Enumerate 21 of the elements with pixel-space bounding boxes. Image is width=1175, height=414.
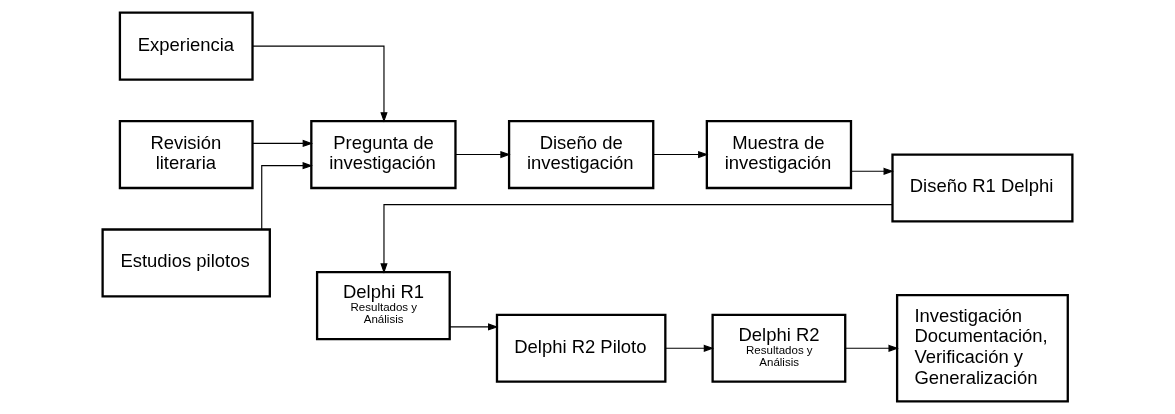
node-box: Diseño de investigación — [507, 119, 655, 190]
node-box: Diseño R1 Delphi — [891, 153, 1074, 223]
arrow — [252, 45, 388, 123]
arrow — [261, 162, 313, 231]
node-box: Delphi R2 Resultados y Análisis — [711, 313, 847, 383]
node-box: Muestra de investigación — [705, 119, 853, 190]
arrow — [665, 344, 715, 352]
node-box: Estudios pilotos — [101, 228, 271, 298]
arrow — [252, 139, 314, 148]
arrow — [845, 344, 899, 352]
node-box: Delphi R2 Piloto — [495, 313, 667, 383]
arrow — [449, 323, 499, 331]
node-box: Experiencia — [118, 11, 254, 81]
node-box: Investigación Documentación, Verificación y Generalización — [895, 294, 1069, 403]
arrow — [455, 150, 511, 159]
node-box: Pregunta de investigación — [310, 119, 457, 190]
arrow — [653, 150, 709, 159]
arrow — [380, 204, 893, 274]
node-box: Revisión literaria — [118, 119, 254, 190]
node-box: Delphi R1 Resultados y Análisis — [315, 271, 451, 341]
arrow — [850, 167, 894, 175]
